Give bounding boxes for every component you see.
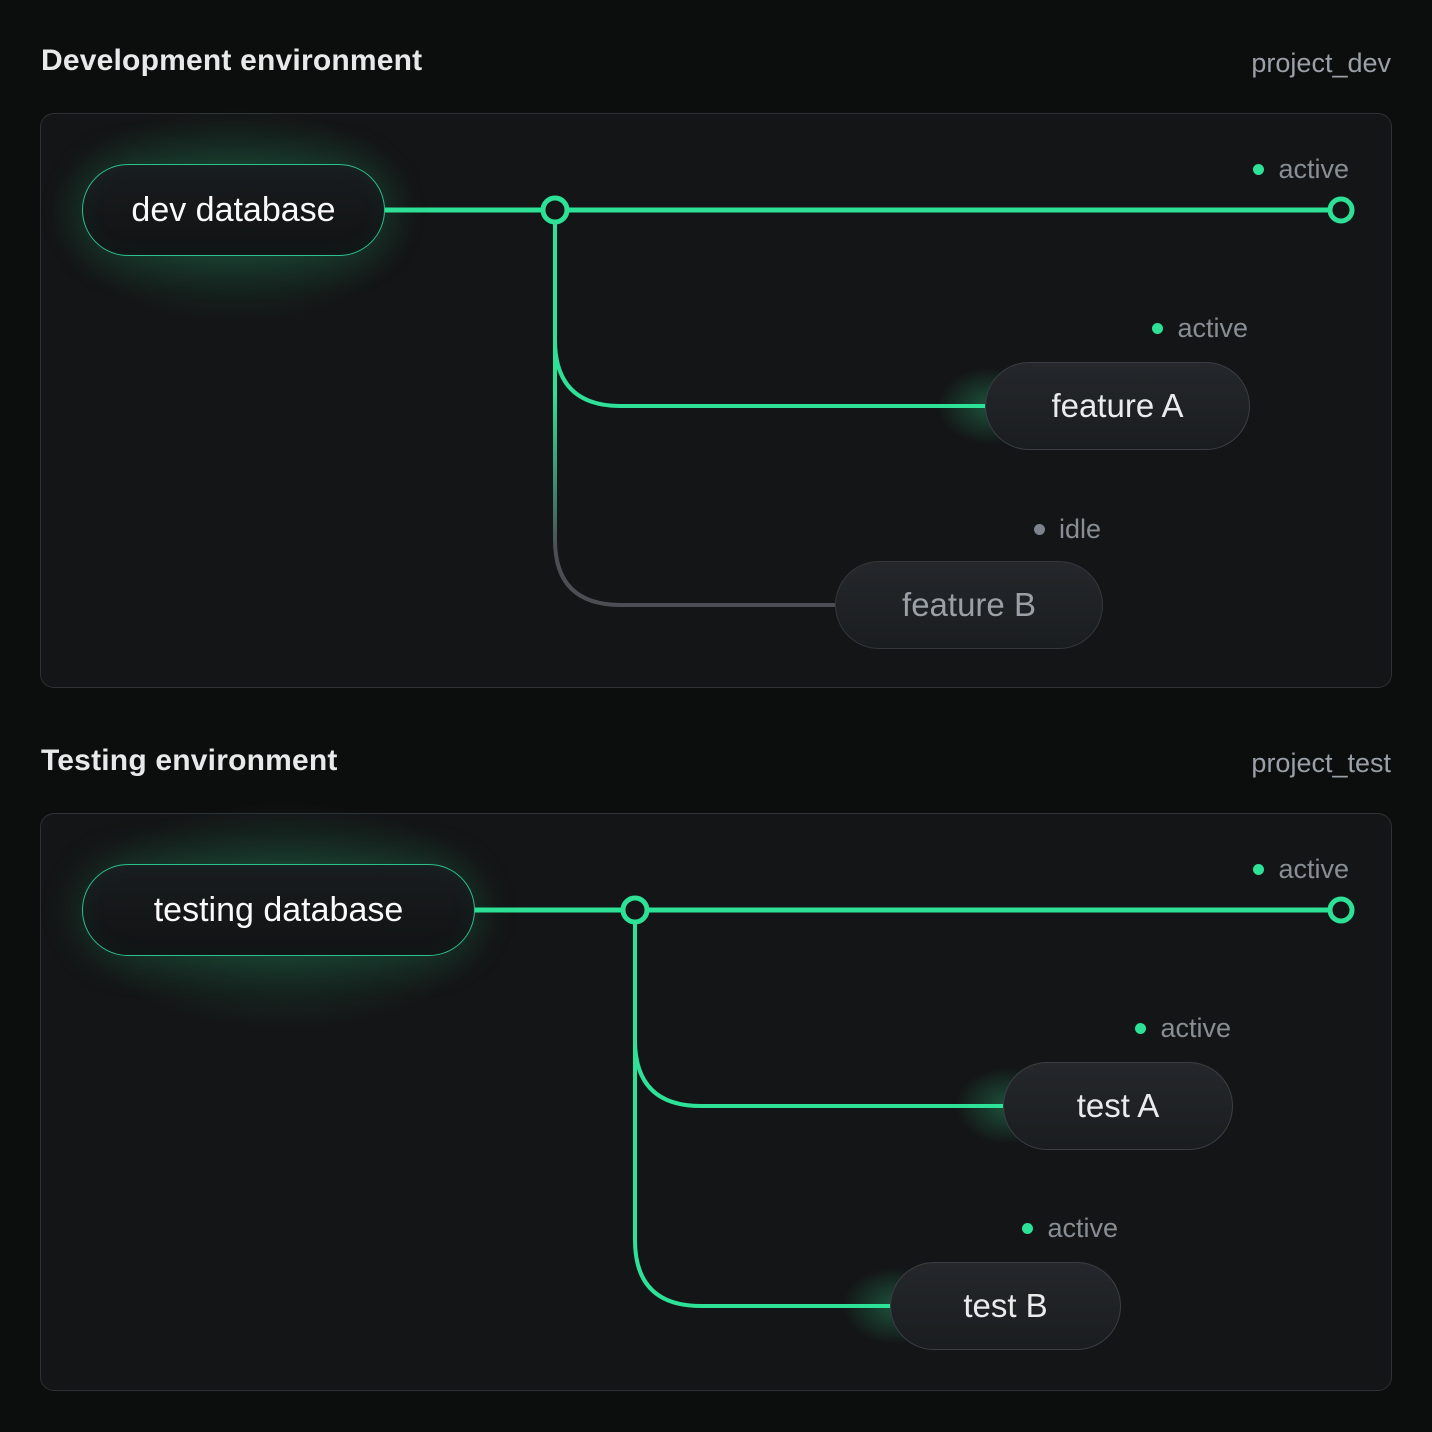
feature-a-status-badge: active xyxy=(1152,313,1248,344)
status-dot-icon xyxy=(1152,323,1164,334)
test-b-status-badge: active xyxy=(1022,1213,1118,1244)
dev-main-status-badge: active xyxy=(1253,154,1349,185)
feature-a-label: feature A xyxy=(1051,387,1184,424)
dev-project-label: project_dev xyxy=(1251,48,1391,78)
status-dot-icon xyxy=(1135,1023,1147,1034)
status-dot-icon xyxy=(1033,524,1045,535)
dev-database-node[interactable]: dev database xyxy=(82,164,385,256)
testing-database-label: testing database xyxy=(153,890,404,929)
feature-b-status-label: idle xyxy=(1058,514,1101,544)
test-section-title: Testing environment xyxy=(41,744,338,777)
feature-a-node[interactable]: feature A xyxy=(985,362,1250,450)
testing-database-node[interactable]: testing database xyxy=(82,864,475,956)
test-b-status-label: active xyxy=(1047,1213,1118,1243)
test-main-status-badge: active xyxy=(1253,854,1349,885)
test-a-label: test A xyxy=(1076,1087,1160,1124)
dev-main-status-label: active xyxy=(1278,154,1349,184)
feature-b-node[interactable]: feature B xyxy=(835,561,1103,649)
test-b-node[interactable]: test B xyxy=(890,1262,1121,1350)
dev-section-title: Development environment xyxy=(41,44,423,77)
status-dot-icon xyxy=(1253,864,1265,875)
status-dot-icon xyxy=(1253,164,1265,175)
feature-a-status-label: active xyxy=(1177,313,1248,343)
status-dot-icon xyxy=(1022,1223,1034,1234)
test-a-status-label: active xyxy=(1160,1013,1231,1043)
test-b-label: test B xyxy=(963,1287,1048,1324)
feature-b-status-badge: idle xyxy=(1033,514,1101,545)
dev-database-label: dev database xyxy=(131,190,336,229)
test-a-status-badge: active xyxy=(1135,1013,1231,1044)
test-a-node[interactable]: test A xyxy=(1003,1062,1233,1150)
feature-b-label: feature B xyxy=(902,586,1036,623)
test-main-status-label: active xyxy=(1278,854,1349,884)
test-project-label: project_test xyxy=(1251,748,1391,778)
